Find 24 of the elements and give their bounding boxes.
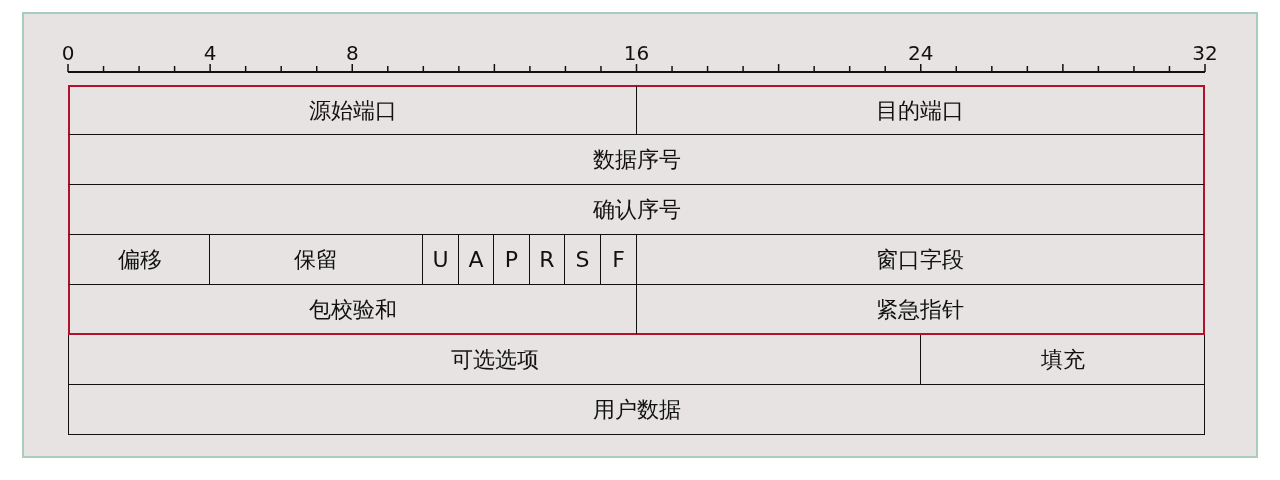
field-cell: 窗口字段 (637, 235, 1205, 285)
field-cell: 偏移 (68, 235, 210, 285)
field-cell: 数据序号 (68, 135, 1205, 185)
bit-number: 16 (623, 42, 650, 64)
field-cell: A (459, 235, 494, 285)
field-cell: U (423, 235, 459, 285)
field-cell: 目的端口 (637, 85, 1205, 135)
bit-number: 4 (203, 42, 217, 64)
field-cell: 源始端口 (68, 85, 637, 135)
field-cell: 包校验和 (68, 285, 637, 335)
bit-number: 24 (908, 42, 934, 64)
field-cell: 保留 (210, 235, 423, 285)
field-cell: P (494, 235, 530, 285)
field-cell: S (565, 235, 601, 285)
field-cell: 紧急指针 (637, 285, 1205, 335)
field-cell: R (530, 235, 565, 285)
field-cell: 可选选项 (68, 335, 921, 385)
bit-number: 8 (345, 42, 359, 64)
field-cell: F (601, 235, 637, 285)
field-cell: 填充 (921, 335, 1205, 385)
bit-number: 0 (61, 42, 75, 64)
field-cell: 确认序号 (68, 185, 1205, 235)
field-cell: 用户数据 (68, 385, 1205, 435)
bit-number: 32 (1192, 42, 1218, 64)
